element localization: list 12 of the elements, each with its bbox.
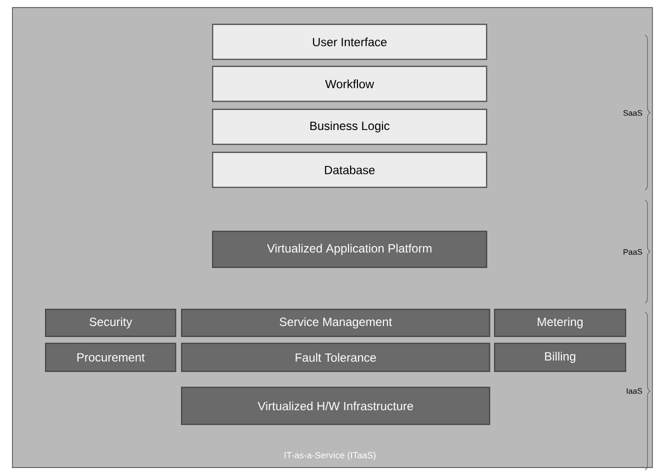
layer-box: Workflow: [212, 66, 488, 102]
service-box: Fault Tolerance: [181, 342, 490, 372]
service-box: Service Management: [181, 308, 490, 337]
layer-box: Database: [212, 152, 488, 188]
service-box: Billing: [494, 342, 626, 372]
service-box: Security: [45, 308, 176, 337]
service-box: Procurement: [45, 342, 176, 372]
service-box: Virtualized Application Platform: [212, 230, 488, 268]
service-box: Virtualized H/W Infrastructure: [181, 386, 490, 425]
layer-box: Business Logic: [212, 108, 488, 145]
service-box: Metering: [494, 308, 626, 337]
layer-box: User Interface: [212, 24, 488, 60]
